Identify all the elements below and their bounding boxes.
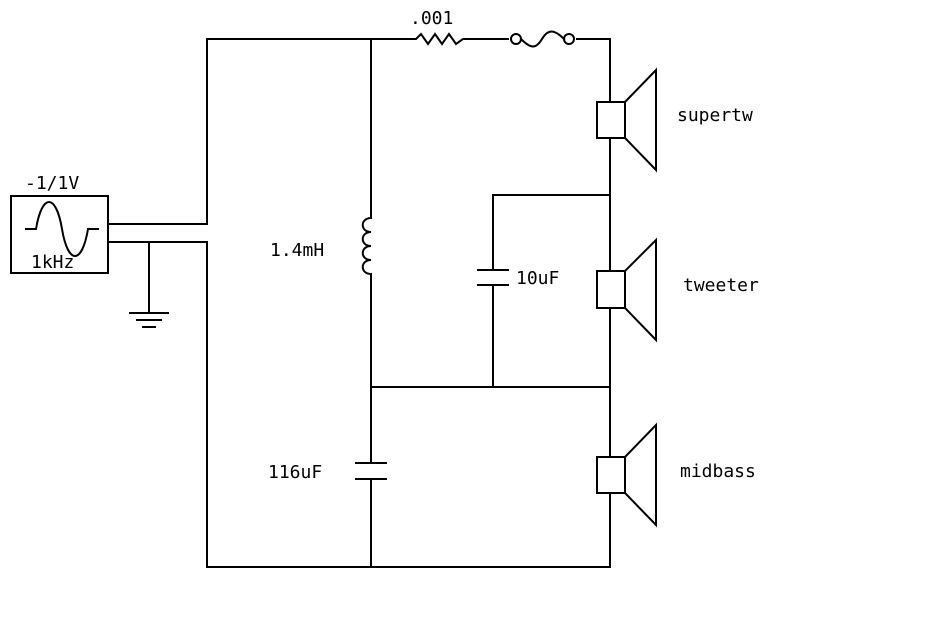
ground-icon (129, 312, 169, 328)
speaker-midbass: midbass (596, 422, 756, 528)
speaker-cone-icon (624, 422, 657, 528)
speaker-icon (596, 270, 626, 309)
fuse-icon (510, 30, 575, 48)
ac-source: -1/1V 1kHz (10, 173, 109, 274)
resistor-label: .001 (410, 8, 453, 29)
wire-fuse-supertw (576, 38, 611, 103)
capacitor-tweeter-label: 10uF (516, 268, 559, 289)
speaker-tweeter-label: tweeter (683, 275, 759, 296)
speaker-supertw-label: supertw (677, 105, 753, 126)
wire-cap10-top (492, 194, 611, 271)
capacitor-midbass-label: 116uF (268, 462, 322, 483)
speaker-cone-icon (624, 237, 657, 343)
speaker-icon (596, 101, 626, 139)
wire-source-top (107, 38, 372, 225)
speaker-midbass-label: midbass (680, 461, 756, 482)
inductor: 1.4mH (270, 216, 373, 276)
ac-source-box (10, 195, 109, 274)
capacitor-tweeter: 10uF (477, 268, 559, 289)
speaker-tweeter: tweeter (596, 237, 759, 343)
capacitor-midbass: 116uF (268, 462, 387, 483)
inductor-coil-icon (361, 216, 373, 276)
resistor: .001 (410, 8, 469, 46)
sine-wave-icon (25, 201, 99, 257)
wire-bottom-rail (206, 492, 611, 568)
speaker-cone-icon (624, 67, 657, 173)
source-frequency-label: 1kHz (31, 252, 74, 273)
wire-source-bottom (107, 241, 208, 568)
resistor-zigzag-icon (410, 32, 469, 46)
speaker-supertw: supertw (596, 67, 753, 173)
wires (107, 38, 611, 568)
speaker-icon (596, 456, 626, 494)
source-amplitude-label: -1/1V (25, 173, 79, 194)
inductor-label: 1.4mH (270, 240, 324, 261)
